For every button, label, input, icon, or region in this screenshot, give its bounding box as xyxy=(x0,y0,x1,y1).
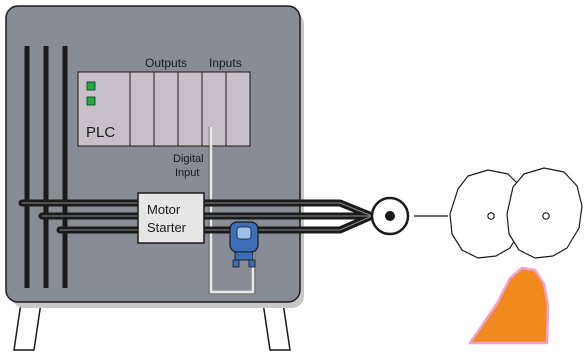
plc-rack: PLC xyxy=(77,71,251,147)
current-sensor-foot-right xyxy=(248,259,256,268)
cabinet-body xyxy=(5,5,301,303)
digital-input-label-line1: Digital xyxy=(173,153,204,165)
outputs-label: Outputs xyxy=(145,56,187,70)
conductor-1-highlight xyxy=(21,202,373,217)
plc-led-2 xyxy=(86,96,96,106)
motor-shaft xyxy=(385,211,395,221)
digital-input-label-line2: Input xyxy=(175,167,199,179)
plc-input-module-1 xyxy=(201,71,227,147)
plc-output-module-2 xyxy=(153,71,179,147)
crusher-roller-left-axle xyxy=(487,212,495,220)
motor-starter-box xyxy=(137,192,205,244)
plc-input-module-2 xyxy=(225,71,251,147)
current-sensor-window xyxy=(236,226,252,240)
material-pile xyxy=(468,266,550,345)
plc-label: PLC xyxy=(86,124,115,141)
current-sensor xyxy=(229,221,259,268)
crusher-roller-right-axle xyxy=(542,212,550,220)
plc-led-1 xyxy=(86,81,96,91)
motor-starter: Motor Starter xyxy=(137,192,205,244)
vertical-bus-bars xyxy=(24,46,68,288)
current-sensor-terminal xyxy=(234,251,254,261)
motor-starter-label-line2: Starter xyxy=(147,220,187,235)
plc-output-module-1 xyxy=(129,71,155,147)
crusher-rollers xyxy=(449,167,583,259)
motor-starter-label-line1: Motor xyxy=(147,202,181,217)
plc-output-module-3 xyxy=(177,71,203,147)
digital-input-wire-edge xyxy=(208,127,256,295)
motor xyxy=(370,196,410,236)
inputs-label: Inputs xyxy=(209,56,242,70)
current-sensor-foot-left xyxy=(232,259,240,268)
